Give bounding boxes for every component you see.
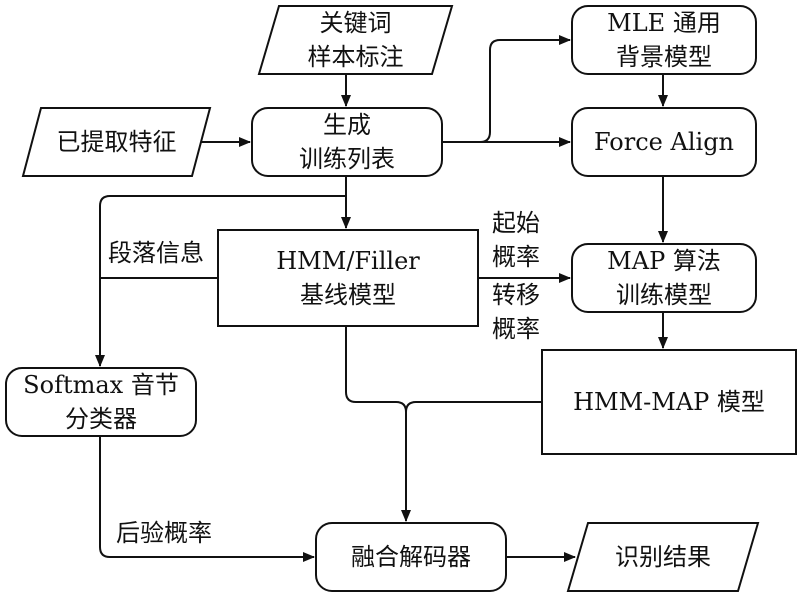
generate-list-line1: 生成 xyxy=(323,111,371,139)
generate-list-line2: 训练列表 xyxy=(299,145,395,173)
recognition-result-shape xyxy=(566,522,760,592)
arrow-hmm-to-decoder xyxy=(345,326,411,522)
hmm-map-label: HMM-MAP 模型 xyxy=(573,388,765,416)
map-training-line1: MAP 算法 xyxy=(607,247,721,275)
arrow-generate-to-softmax xyxy=(95,195,346,367)
arrow-softmax-to-decoder xyxy=(99,436,315,562)
keyword-labels-shape xyxy=(257,5,454,75)
hmm-filler-line2: 基线模型 xyxy=(300,281,396,309)
generate-training-list-node: 生成 训练列表 xyxy=(252,108,442,176)
softmax-line1: Softmax 音节 xyxy=(23,371,179,399)
arrow-hmmmap-to-decoder xyxy=(405,401,542,413)
transition-prob-line1: 转移 xyxy=(492,281,540,309)
start-prob-label: 起始 概率 xyxy=(492,206,540,274)
keyword-labels-node: 关键词 样本标注 xyxy=(259,6,452,74)
recognition-result-label: 识别结果 xyxy=(615,543,711,571)
segment-info-label: 段落信息 xyxy=(108,239,204,267)
mle-model-line1: MLE 通用 xyxy=(607,9,721,37)
map-training-line2: 训练模型 xyxy=(616,281,712,309)
fusion-decoder-label: 融合解码器 xyxy=(351,543,471,571)
force-align-node: Force Align xyxy=(572,108,756,176)
hmm-filler-shape xyxy=(217,229,479,327)
map-training-node: MAP 算法 训练模型 xyxy=(572,244,756,312)
hmm-filler-line1: HMM/Filler xyxy=(276,247,420,275)
mle-background-model-node: MLE 通用 背景模型 xyxy=(572,6,756,74)
fusion-decoder-node: 融合解码器 xyxy=(316,523,506,591)
softmax-line2: 分类器 xyxy=(65,405,137,433)
extracted-features-shape xyxy=(21,107,212,177)
arrow-generate-to-mle xyxy=(442,35,571,143)
transition-prob-line2: 概率 xyxy=(492,315,540,343)
extracted-features-label: 已提取特征 xyxy=(56,128,177,156)
transition-prob-label: 转移 概率 xyxy=(492,278,540,346)
keyword-labels-line1: 关键词 xyxy=(319,9,392,37)
start-prob-line2: 概率 xyxy=(492,243,540,271)
force-align-label: Force Align xyxy=(593,128,735,156)
posterior-prob-label: 后验概率 xyxy=(116,519,212,547)
extracted-features-node: 已提取特征 xyxy=(23,108,210,176)
start-prob-line1: 起始 xyxy=(492,209,540,237)
mle-model-line2: 背景模型 xyxy=(616,43,712,71)
recognition-result-node: 识别结果 xyxy=(568,523,758,591)
keyword-labels-line2: 样本标注 xyxy=(307,43,404,71)
hmm-map-model-node: HMM-MAP 模型 xyxy=(542,350,796,454)
hmm-filler-baseline-node: HMM/Filler 基线模型 xyxy=(218,230,478,326)
softmax-classifier-node: Softmax 音节 分类器 xyxy=(6,368,196,436)
